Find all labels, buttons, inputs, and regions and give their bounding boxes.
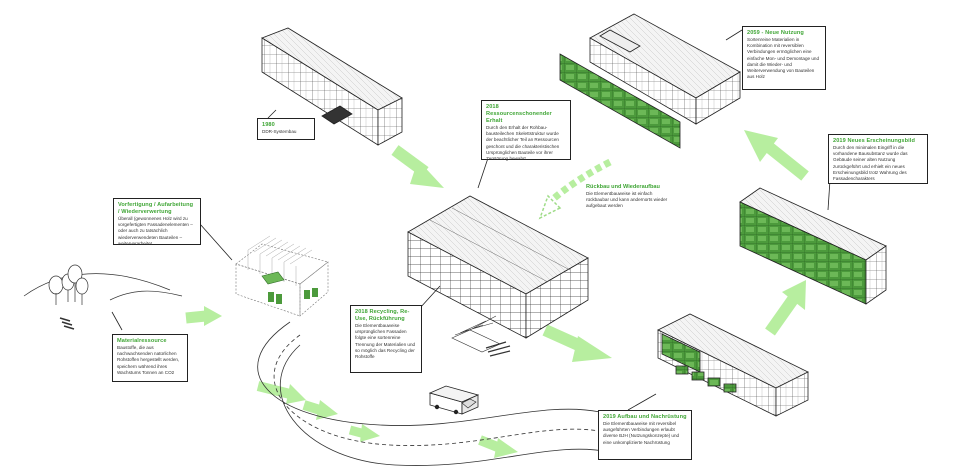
arrow-prefab-to-road [256, 381, 306, 404]
callout-2018-recycling-text: Die Elementbauweise ursprünglichen Fassa… [355, 323, 416, 360]
arrow-road-1 [302, 400, 338, 420]
callout-2019-new-text: Durch den minimalen Eingriff in die vorh… [833, 145, 908, 182]
truck-illustration [428, 385, 480, 415]
arrow-to-2019-new [765, 280, 806, 336]
arrow-to-2018-skeleton [391, 145, 444, 188]
callout-2018-resource-text: Durch den Erhalt der Rohbau-bausteile­ch… [486, 125, 560, 162]
callout-materialressource-text: Baustoffe, die aus nachwachsenden natürl… [117, 345, 180, 375]
callout-2019-new-title: 2019 Neues Erscheinungsbild [833, 138, 915, 144]
callout-2018-recycling-title: 2018 Recycling, Re-Use, Rückführung [355, 309, 410, 322]
dashed-rueckbau-arrow [538, 158, 612, 220]
building-2018-skeleton [407, 195, 589, 339]
building-2019-new-facade [739, 187, 887, 305]
building-2019-aufbau [657, 313, 809, 417]
arrow-resource-to-prefab [185, 306, 222, 326]
callout-1980-title: 1980 [262, 122, 275, 128]
callout-2019-aufbau-title: 2019 Aufbau und Nachrüstung [603, 414, 687, 420]
callout-vorfertigung: Vorfertigung / Aufarbeitung / Wiederverw… [113, 198, 201, 246]
callout-2018-recycling: 2018 Recycling, Re-Use, Rückführung Die … [350, 305, 422, 373]
building-2059 [559, 13, 741, 149]
prefabrication-box [235, 235, 329, 317]
callout-2059: 2059 - Neue Nutzung Sortenreine Material… [742, 26, 826, 90]
callout-1980: 1980 DDR-Systembau [257, 118, 315, 140]
arrow-road-2 [478, 435, 518, 458]
callout-2019-aufbau: 2019 Aufbau und Nachrüstung Die Elementb… [598, 410, 692, 460]
arrow-to-2019-aufbau [542, 324, 612, 362]
callout-2018-resource: 2018 Ressourcenschonender Erhalt Durch d… [481, 100, 571, 162]
callout-materialressource-title: Materialressource [117, 338, 167, 344]
callout-materialressource: Materialressource Baustoffe, die aus nac… [112, 334, 188, 382]
callout-2059-title: 2059 - Neue Nutzung [747, 30, 804, 36]
arrow-road-3 [348, 424, 380, 442]
road [257, 321, 611, 466]
callout-2019-aufbau-text: Die Elementbauweise mit reversibel ausge… [603, 421, 680, 445]
callout-2018-resource-title: 2018 Ressourcenschonender Erhalt [486, 104, 552, 124]
callout-1980-text: DDR-Systembau [262, 129, 297, 134]
callout-pointers [111, 29, 831, 411]
arrow-to-2059 [744, 130, 809, 181]
building-1980 [261, 27, 403, 146]
callout-vorfertigung-title: Vorfertigung / Aufarbeitung / Wiederverw… [118, 202, 194, 215]
note-rueckbau-title: Rückbau und Wiederaufbau [586, 184, 660, 190]
callout-vorfertigung-text: Überall (gewonnenes Holz wird zu vorgefe… [118, 216, 193, 246]
callout-2019-new: 2019 Neues Erscheinungsbild Durch den mi… [828, 134, 928, 184]
note-rueckbau: Rückbau und Wiederaufbau Die Elementbauw… [586, 184, 670, 210]
recycled-material-pile [451, 315, 511, 357]
callout-2059-text: Sortenreine Materialien in Kombination m… [747, 37, 820, 80]
hill-with-trees [23, 264, 183, 330]
note-rueckbau-text: Die Elementbauweise ist einfach rückbaub… [586, 191, 668, 209]
